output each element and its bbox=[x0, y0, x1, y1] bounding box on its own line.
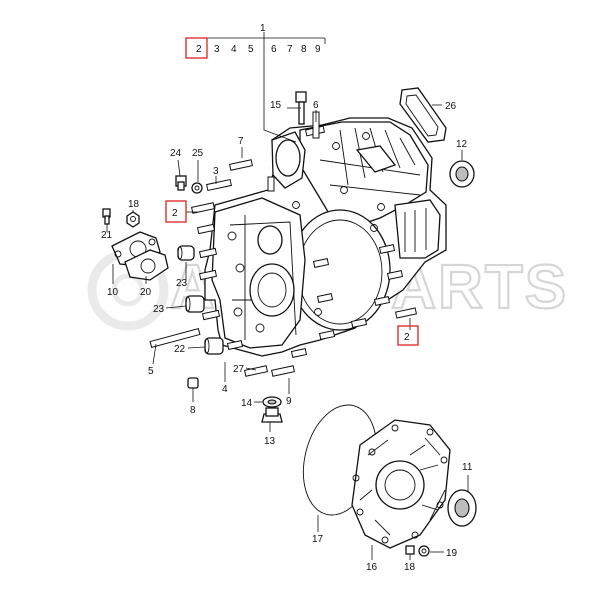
callout-12: 12 bbox=[456, 139, 468, 150]
part-11-seal bbox=[447, 489, 477, 527]
callout-4: 4 bbox=[222, 384, 228, 395]
part-20-gasket bbox=[124, 249, 169, 281]
callout-26: 26 bbox=[445, 101, 457, 112]
leader-lines bbox=[106, 38, 469, 560]
callout-2-left-highlight bbox=[165, 200, 187, 223]
header-label-3: 3 bbox=[214, 44, 220, 55]
callout-23-upper: 23 bbox=[176, 278, 188, 289]
transmission-housing bbox=[204, 117, 447, 357]
callout-23-lower: 23 bbox=[153, 304, 165, 315]
callout-21: 21 bbox=[101, 230, 113, 241]
callout-8: 8 bbox=[190, 405, 196, 416]
callout-18-top: 18 bbox=[128, 199, 140, 210]
callout-9: 9 bbox=[286, 396, 292, 407]
part-19-washer bbox=[418, 545, 430, 557]
header-label-8: 8 bbox=[301, 44, 307, 55]
callout-5: 5 bbox=[148, 366, 154, 377]
part-14-seal bbox=[262, 396, 282, 408]
header-label-9: 9 bbox=[315, 44, 321, 55]
part-23-bushing-upper bbox=[177, 245, 195, 261]
callout-10: 10 bbox=[107, 287, 119, 298]
part-16-cover bbox=[351, 419, 451, 549]
part-13-plug bbox=[261, 407, 283, 423]
housing-studs bbox=[149, 125, 417, 377]
part-25-washer bbox=[191, 182, 203, 194]
callout-19: 19 bbox=[446, 548, 458, 559]
part-18-nut-bottom bbox=[405, 545, 415, 555]
part-18-nut-left bbox=[126, 211, 140, 228]
callout-labels: 15 6 26 12 7 3 24 25 2 2 18 21 10 20 23 … bbox=[101, 100, 473, 573]
callout-11: 11 bbox=[462, 462, 473, 473]
callout-22: 22 bbox=[174, 344, 186, 355]
callout-7: 7 bbox=[238, 136, 244, 147]
callout-25: 25 bbox=[192, 148, 204, 159]
header-highlight-box bbox=[185, 37, 208, 59]
callout-3: 3 bbox=[213, 166, 219, 177]
callout-20: 20 bbox=[140, 287, 152, 298]
header-label-1: 1 bbox=[260, 23, 266, 34]
part-22-bushing bbox=[204, 337, 224, 355]
part-21-bolt bbox=[102, 208, 111, 225]
callout-17: 17 bbox=[312, 534, 324, 545]
callout-18-bottom: 18 bbox=[404, 562, 416, 573]
callout-16: 16 bbox=[366, 562, 378, 573]
callout-27: 27 bbox=[233, 364, 245, 375]
callout-13: 13 bbox=[264, 436, 276, 447]
callout-24: 24 bbox=[170, 148, 182, 159]
part-8-pin bbox=[187, 377, 199, 389]
callout-15: 15 bbox=[270, 100, 282, 111]
callout-6: 6 bbox=[313, 100, 319, 111]
header-label-5: 5 bbox=[248, 44, 254, 55]
callout-14: 14 bbox=[241, 398, 253, 409]
callout-2-right: 2 bbox=[404, 332, 410, 343]
header-label-6: 6 bbox=[271, 44, 277, 55]
part-15-bolt bbox=[295, 91, 307, 125]
callout-2-left: 2 bbox=[172, 208, 178, 219]
header-label-2: 2 bbox=[196, 44, 202, 55]
callout-2-right-highlight bbox=[397, 325, 419, 346]
header-label-7: 7 bbox=[287, 44, 293, 55]
part-12-seal bbox=[449, 160, 475, 188]
header-label-4: 4 bbox=[231, 44, 237, 55]
part-24-bolt bbox=[175, 175, 187, 191]
part-26-gasket bbox=[399, 87, 447, 143]
part-23-bushing-lower bbox=[185, 295, 205, 313]
